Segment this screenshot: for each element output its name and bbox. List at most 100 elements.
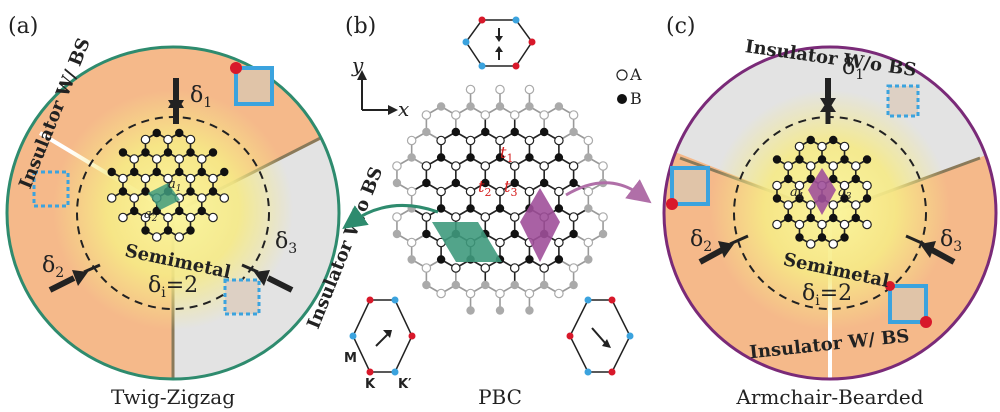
- unit-cell-green: [432, 222, 502, 262]
- hopping-t2-label: t2: [478, 177, 491, 199]
- site-b: [495, 102, 505, 111]
- site-a: [480, 212, 491, 222]
- delta-3-label-c: δ3: [940, 227, 962, 255]
- site-a: [451, 110, 461, 120]
- site-b: [806, 135, 815, 145]
- lattice-c: [772, 135, 872, 249]
- site-a: [524, 84, 535, 95]
- site-b: [525, 153, 534, 162]
- site-a: [495, 84, 505, 95]
- semimetal-glow: [53, 90, 293, 330]
- delta-2-arrow-c: [698, 234, 749, 265]
- site-a: [495, 135, 505, 146]
- unit-cell-a: [148, 183, 180, 210]
- panel-label-a: (a): [8, 14, 38, 39]
- site-b: [422, 127, 431, 137]
- site-b: [817, 155, 827, 164]
- site-b: [407, 255, 416, 264]
- site-a: [794, 141, 805, 152]
- site-a: [465, 135, 476, 146]
- site-a: [151, 154, 162, 164]
- site-a: [140, 173, 151, 184]
- site-b: [422, 178, 431, 188]
- site-a: [554, 186, 564, 197]
- site-b: [795, 233, 804, 242]
- site-b: [829, 213, 838, 223]
- site-b: [481, 280, 490, 290]
- site-b: [817, 233, 827, 242]
- site-a: [568, 110, 579, 120]
- brillouin-zone-top: [462, 16, 536, 70]
- site-b: [829, 135, 838, 145]
- site-b: [554, 153, 564, 162]
- condition-label-c: δi=2: [802, 281, 852, 309]
- site-a: [783, 161, 794, 171]
- panel-b: (b) y x A B t1 t2 t3: [342, 14, 652, 409]
- site-b: [495, 204, 505, 213]
- panel-a-border: [5, 45, 341, 381]
- site-b: [130, 206, 139, 216]
- site-a: [524, 135, 535, 146]
- site-b: [107, 167, 116, 177]
- site-a: [421, 212, 432, 222]
- site-a: [436, 186, 446, 197]
- panel-label-c: (c): [666, 14, 696, 39]
- site-b: [466, 102, 475, 111]
- site-a: [850, 200, 861, 210]
- site-a: [436, 135, 446, 146]
- site-b: [163, 148, 173, 157]
- site-b: [851, 213, 860, 223]
- site-a: [828, 239, 839, 249]
- site-a: [862, 219, 872, 230]
- delta-2-label: δ2: [42, 253, 64, 281]
- site-b: [451, 280, 461, 290]
- site-b: [436, 204, 446, 213]
- site-a: [805, 239, 816, 249]
- site-b: [186, 148, 195, 157]
- site-b: [451, 178, 461, 188]
- bz-label-kprime: K′: [398, 377, 412, 392]
- site-a: [554, 237, 564, 248]
- site-b: [525, 255, 534, 264]
- axes-icon: [357, 70, 398, 115]
- site-a: [174, 154, 185, 164]
- site-b: [186, 226, 195, 235]
- semimetal-glow-c: [710, 90, 950, 330]
- site-a: [451, 212, 461, 222]
- bs-absent-marker-left: [32, 170, 70, 208]
- site-a: [583, 237, 594, 248]
- site-b: [795, 194, 804, 203]
- site-b: [495, 306, 505, 315]
- axis-x-label: x: [398, 97, 409, 121]
- delta-1-arrow: [168, 78, 184, 124]
- site-b: [851, 174, 860, 184]
- axis-y-label: y: [351, 53, 364, 77]
- site-a: [839, 180, 850, 191]
- delta-1-label-c: δ1: [842, 55, 864, 83]
- vector-a2-label: a2: [144, 207, 158, 224]
- legend-b-marker: [617, 94, 627, 104]
- site-a: [185, 212, 196, 223]
- delta-2-label-c: δ2: [690, 227, 712, 255]
- arrow-to-panel-a: [342, 203, 439, 229]
- site-b: [175, 167, 184, 177]
- caption-b: PBC: [478, 385, 522, 409]
- site-a: [436, 288, 446, 299]
- site-a: [421, 263, 432, 273]
- site-b: [208, 148, 218, 157]
- site-b: [436, 153, 446, 162]
- site-a: [163, 173, 173, 184]
- site-a: [794, 219, 805, 230]
- site-a: [828, 161, 839, 171]
- site-b: [569, 229, 578, 239]
- site-a: [862, 180, 872, 191]
- site-a: [568, 212, 579, 222]
- site-a: [539, 263, 549, 273]
- site-b: [554, 204, 564, 213]
- panel-label-b: (b): [345, 14, 376, 39]
- site-b: [772, 155, 782, 164]
- site-b: [186, 187, 195, 196]
- site-b: [510, 178, 519, 188]
- site-b: [554, 102, 564, 111]
